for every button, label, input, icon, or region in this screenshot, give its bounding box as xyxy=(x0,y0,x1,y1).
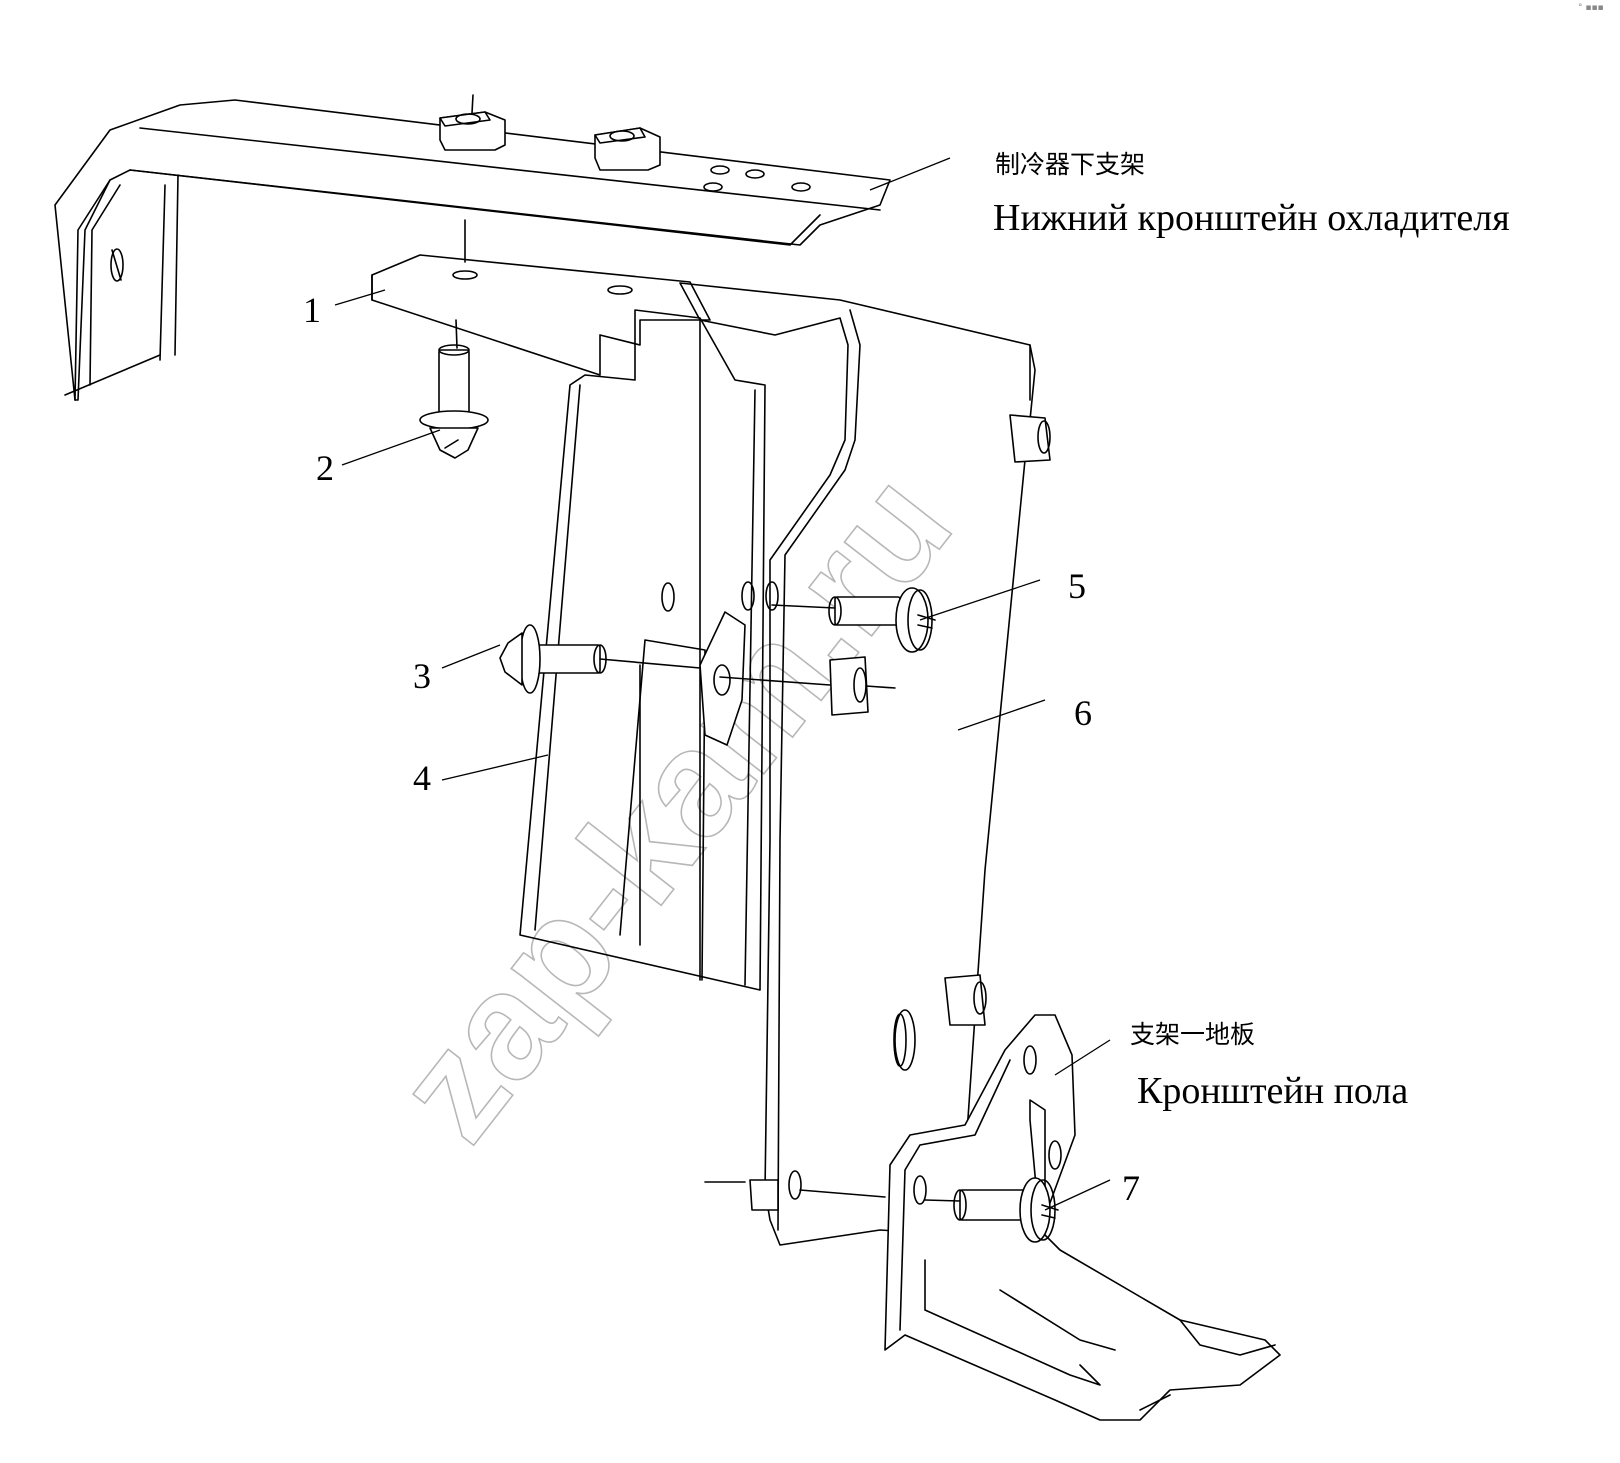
upper-cooler-bracket xyxy=(54,94,891,401)
part-3-bolt xyxy=(499,624,701,694)
callout-6: 6 xyxy=(1074,693,1092,733)
callout-2: 2 xyxy=(316,448,334,488)
callout-4: 4 xyxy=(413,758,431,798)
floor-bracket-label-cn: 支架一地板 xyxy=(1130,1020,1255,1049)
callout-1: 1 xyxy=(303,290,321,330)
floor-bracket xyxy=(799,1014,1281,1421)
corner-mark: ° ▪▪▪ xyxy=(1578,3,1604,13)
part-1-upper-plate xyxy=(371,219,711,376)
leader-lines xyxy=(334,157,1111,1211)
callout-5: 5 xyxy=(1068,566,1086,606)
part-6-main-plate xyxy=(679,282,1051,1246)
part-5-bolt xyxy=(771,587,936,653)
callout-3: 3 xyxy=(413,656,431,696)
floor-bracket-label-ru: Кронштейн пола xyxy=(1137,1070,1408,1112)
upper-bracket-label-cn: 制冷器下支架 xyxy=(995,150,1145,179)
center-nut xyxy=(719,656,896,716)
part-2-bolt xyxy=(419,344,489,459)
callout-7: 7 xyxy=(1122,1168,1140,1208)
upper-bracket-label-ru: Нижний кронштейн охладителя xyxy=(993,197,1510,239)
watermark-text: zap-kam.ru xyxy=(363,442,983,1169)
